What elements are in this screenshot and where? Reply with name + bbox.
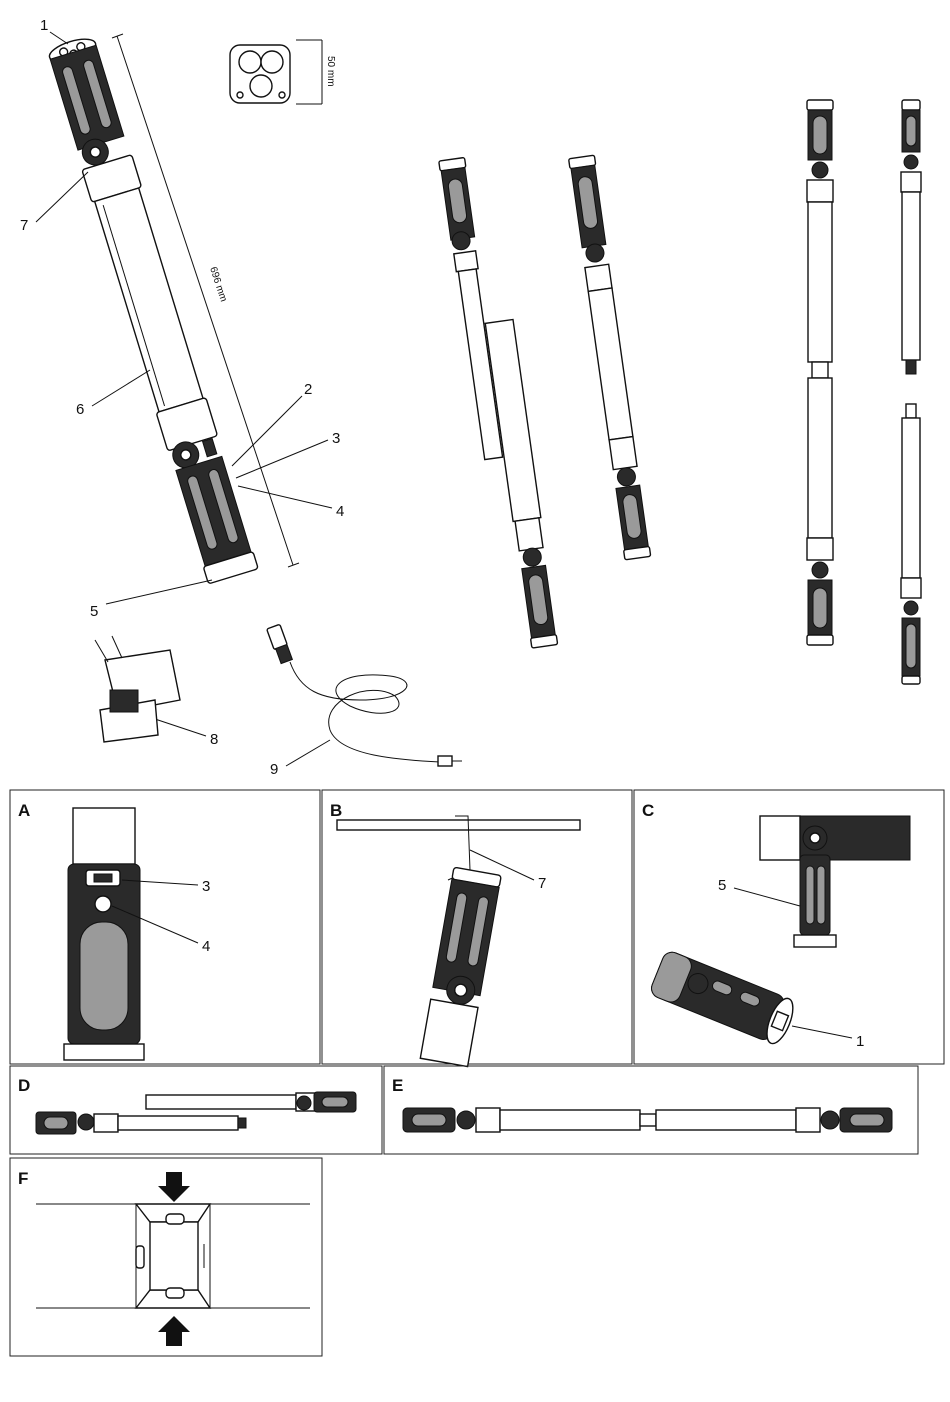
dim-length-text: 696 mm [207, 266, 229, 304]
press-arrow-down-icon [158, 1172, 190, 1202]
charger-drawing [95, 636, 180, 742]
panel-a: A 3 4 [10, 790, 320, 1064]
dim-diameter-text: 50 mm [325, 56, 336, 87]
callout-3: 3 [332, 430, 340, 447]
panel-c-label-5: 5 [718, 877, 726, 894]
panel-e-letter: E [392, 1076, 403, 1095]
callout-5: 5 [90, 603, 98, 620]
panel-b-letter: B [330, 801, 342, 820]
panel-b-label-7: 7 [538, 875, 546, 892]
panel-a-label-4: 4 [202, 938, 210, 955]
panel-e: E [384, 1066, 918, 1154]
press-arrow-up-icon [158, 1316, 190, 1346]
callout-9: 9 [270, 761, 278, 778]
panel-a-letter: A [18, 801, 30, 820]
panel-d-letter: D [18, 1076, 30, 1095]
head-end-view: 50 mm [230, 40, 336, 104]
panel-f: F [10, 1158, 322, 1356]
panel-d: D [10, 1066, 382, 1154]
panel-f-letter: F [18, 1169, 28, 1188]
callout-2: 2 [304, 381, 312, 398]
callout-8: 8 [210, 731, 218, 748]
panel-c-letter: C [642, 801, 654, 820]
callout-6: 6 [76, 401, 84, 418]
panel-a-label-3: 3 [202, 878, 210, 895]
lamp-detach-sequence [439, 155, 651, 648]
main-lamp-drawing: 696 mm [45, 34, 299, 584]
panel-c-label-1: 1 [856, 1033, 864, 1050]
callout-4: 4 [336, 503, 344, 520]
usb-cable-drawing [267, 624, 462, 766]
panel-b: B 7 [322, 790, 632, 1067]
callout-7: 7 [20, 217, 28, 234]
callout-1: 1 [40, 17, 48, 34]
panel-c: C 5 1 [634, 790, 944, 1064]
lamp-vertical-views [807, 100, 921, 684]
